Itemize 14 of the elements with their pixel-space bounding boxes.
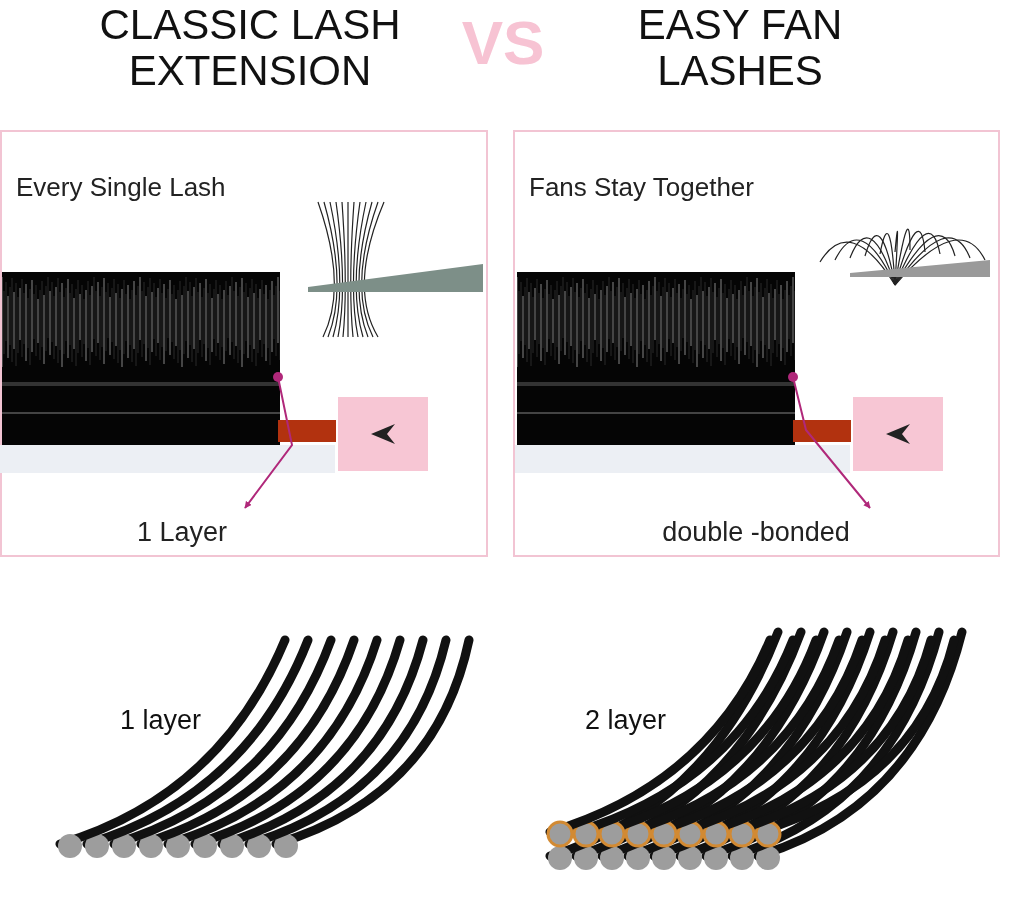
column-title: EASY FAN LASHES — [636, 2, 844, 94]
lash-strip-picture — [517, 272, 795, 447]
comparison-panel — [513, 130, 1000, 557]
panel-heading: Fans Stay Together — [529, 171, 754, 204]
lash-strip-picture — [2, 272, 280, 447]
column-title: CLASSIC LASH EXTENSION — [98, 2, 402, 94]
callout-text: 1 Layer — [107, 510, 257, 554]
layer-label: 1 layer — [120, 704, 202, 737]
panel-heading: Every Single Lash — [16, 171, 226, 204]
layer-label: 2 layer — [585, 704, 667, 737]
vs-label: VS — [460, 8, 546, 78]
leader-arrow — [244, 372, 294, 509]
leader-arrow — [788, 372, 871, 509]
callout-text: double -bonded — [630, 510, 882, 554]
